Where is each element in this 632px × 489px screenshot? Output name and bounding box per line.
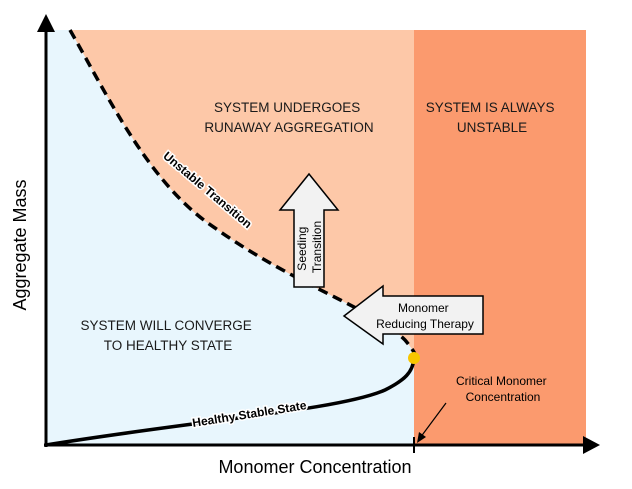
runaway-label-line1: SYSTEM UNDERGOES <box>214 100 360 115</box>
unstable-region <box>414 30 586 445</box>
unstable-label-line1: SYSTEM IS ALWAYS <box>426 100 555 115</box>
unstable-region-label: SYSTEM IS ALWAYS UNSTABLE <box>426 100 559 135</box>
y-axis-label: Aggregate Mass <box>10 179 30 310</box>
critical-label-line1: Critical Monomer <box>456 374 547 388</box>
healthy-region <box>46 30 416 445</box>
therapy-arrow-label: Monomer Reducing Therapy <box>376 301 474 331</box>
critical-pointer-arrowhead <box>417 432 426 443</box>
seeding-transition-arrow <box>278 172 340 288</box>
critical-point <box>408 352 420 364</box>
unstable-label-line2: UNSTABLE <box>457 120 527 135</box>
therapy-arrow <box>342 284 484 346</box>
y-axis-arrowhead <box>37 14 55 32</box>
x-axis-arrowhead <box>583 436 600 454</box>
healthy-label-line2: TO HEALTHY STATE <box>104 338 233 353</box>
critical-label-line2: Concentration <box>466 390 541 404</box>
critical-pointer-line <box>419 402 447 439</box>
x-axis-label: Monomer Concentration <box>218 457 411 477</box>
healthy-stable-curve <box>45 357 416 447</box>
seeding-label-line1: Seeding <box>295 227 309 271</box>
critical-concentration-label: Critical Monomer Concentration <box>456 374 550 404</box>
runaway-region-label: SYSTEM UNDERGOES RUNAWAY AGGREGATION <box>204 100 373 135</box>
seeding-arrow-label: Seeding Transition <box>295 221 324 273</box>
therapy-label-line1: Monomer <box>398 301 449 315</box>
runaway-label-line2: RUNAWAY AGGREGATION <box>204 120 373 135</box>
healthy-label-line1: SYSTEM WILL CONVERGE <box>80 318 251 333</box>
therapy-label-line2: Reducing Therapy <box>376 317 474 331</box>
unstable-transition-curve <box>68 29 418 360</box>
seeding-label-line2: Transition <box>310 221 324 273</box>
healthy-region-label: SYSTEM WILL CONVERGE TO HEALTHY STATE <box>80 318 255 353</box>
